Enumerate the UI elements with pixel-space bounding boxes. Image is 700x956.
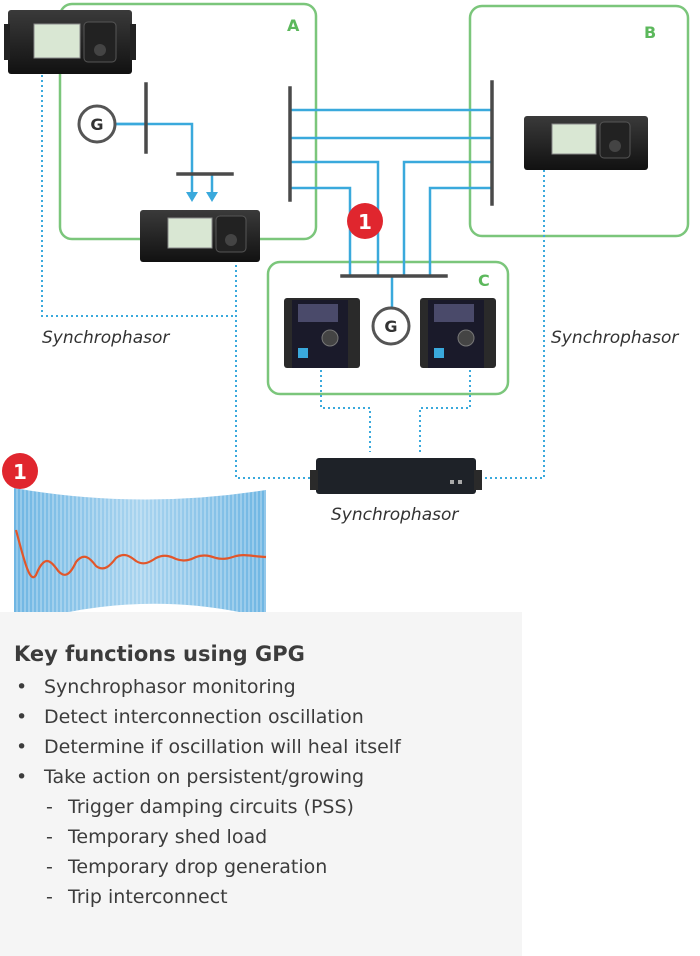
sub-list-item: Trigger damping circuits (PSS) [14, 792, 401, 822]
zone-c-box [266, 260, 510, 396]
power-system-diagram: A B C G G [2, 2, 690, 612]
list-item: Determine if oscillation will heal itsel… [14, 732, 401, 762]
list-item: Synchrophasor monitoring [14, 672, 401, 702]
buses [144, 80, 494, 278]
synchrophasor-links [41, 70, 545, 479]
marker-1-graph: 1 [2, 453, 38, 489]
marker-1-diagram-label: 1 [358, 210, 372, 234]
oscillation-wave [14, 529, 267, 579]
protection-relay-c-left [284, 298, 360, 368]
synchrophasor-label-server: Synchrophasor [331, 505, 459, 525]
panel-title: Key functions using GPG [14, 642, 305, 666]
zone-c-label: C [478, 271, 490, 290]
functions-list: Synchrophasor monitoring Detect intercon… [14, 672, 401, 912]
marker-1-graph-label: 1 [13, 460, 27, 484]
sub-list-item: Trip interconnect [14, 882, 401, 912]
synchrophasor-label-left: Synchrophasor [42, 328, 170, 348]
synchrophasor-label-right: Synchrophasor [551, 328, 679, 348]
list-item: Detect interconnection oscillation [14, 702, 401, 732]
oscillation-graphic [14, 488, 267, 612]
synchrophasor-server [310, 458, 482, 494]
arrow-heads [186, 192, 218, 202]
zone-b-box [468, 4, 690, 238]
relay-device-zone-a [140, 210, 260, 262]
zone-a-label: A [287, 16, 300, 35]
relay-device-zone-b [524, 116, 648, 170]
generator-a-label: G [90, 115, 103, 134]
relay-device-top-left [4, 10, 136, 74]
marker-1-diagram: 1 [347, 203, 383, 239]
transmission-lines [116, 108, 492, 310]
zone-b-label: B [644, 23, 656, 42]
sub-list-item: Temporary drop generation [14, 852, 401, 882]
list-item: Take action on persistent/growing [14, 762, 401, 792]
generator-icon-a: G [77, 104, 117, 144]
key-functions-panel: Key functions using GPG Synchrophasor mo… [0, 612, 522, 956]
generator-icon-c: G [371, 306, 411, 346]
generator-c-label: G [384, 317, 397, 336]
protection-relay-c-right [420, 298, 496, 368]
sub-list-item: Temporary shed load [14, 822, 401, 852]
